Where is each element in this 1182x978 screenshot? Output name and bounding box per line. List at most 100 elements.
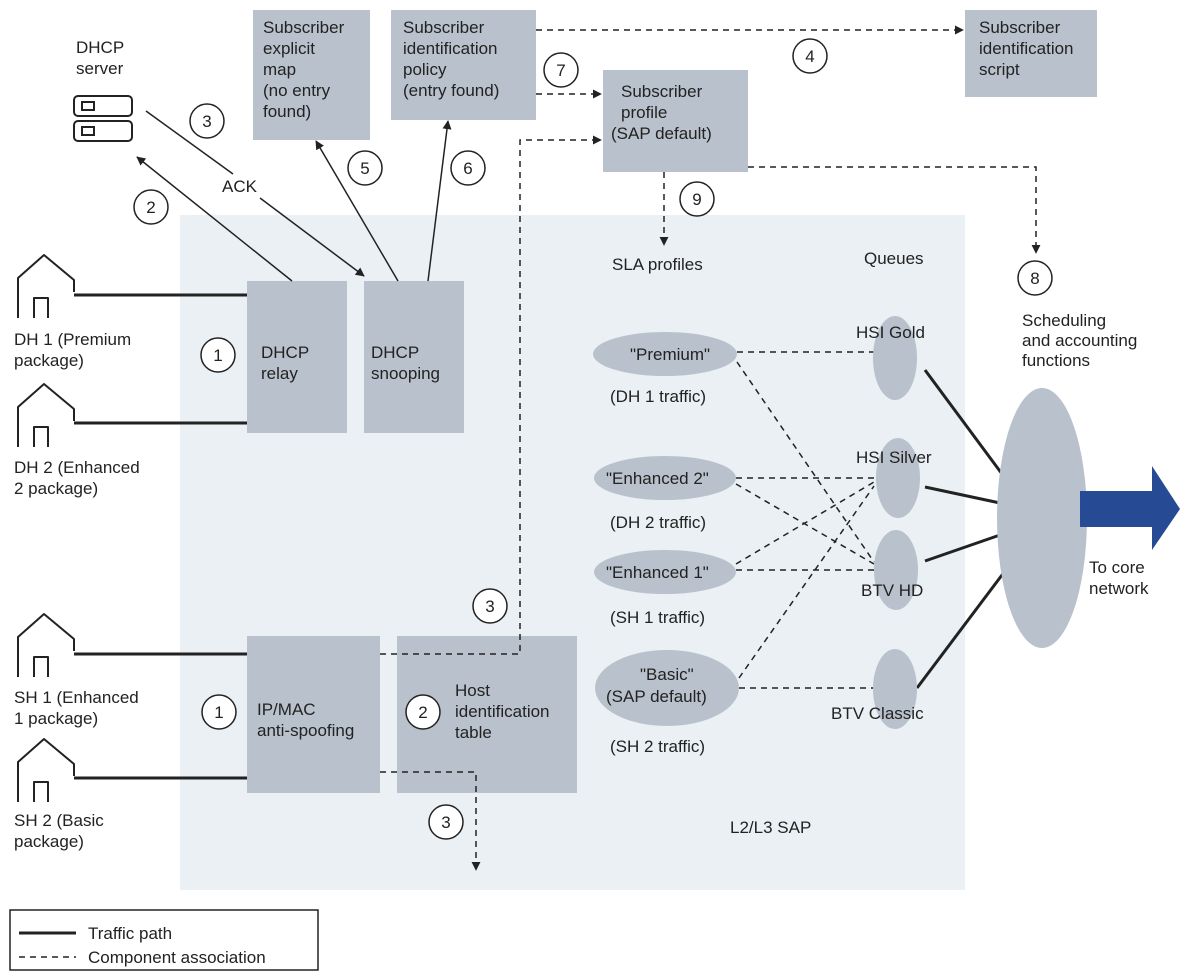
step-circle-sh1-path <box>472 588 508 624</box>
queue-btv-hd: BTV HD <box>861 530 923 610</box>
step-circle-script <box>792 38 828 74</box>
svg-text:BTV HD: BTV HD <box>861 581 923 600</box>
traffic-line-silver <box>924 485 1001 505</box>
house-icon <box>17 383 75 447</box>
step-number: 3 <box>485 597 494 616</box>
step-numbers: 1 1 2 2 3 3 3 4 5 6 7 8 9 <box>146 47 1039 832</box>
svg-text:(SH 2 traffic): (SH 2 traffic) <box>610 737 705 756</box>
step-number: 4 <box>805 47 814 66</box>
scheduling-ellipse <box>997 388 1087 648</box>
step-circle-scheduling <box>1017 260 1053 296</box>
traffic-line-classic <box>915 566 1010 689</box>
step-circle-explicit-map <box>347 150 383 186</box>
ack-label: ACK <box>222 177 258 196</box>
step-number: 3 <box>202 112 211 131</box>
svg-text:"Enhanced 1": "Enhanced 1" <box>606 563 709 582</box>
legend-traffic-label: Traffic path <box>88 924 172 943</box>
step-circle-ident-policy <box>450 150 486 186</box>
legend: Traffic path Component association <box>9 909 319 971</box>
server-icon <box>73 95 133 142</box>
svg-text:"Enhanced 2": "Enhanced 2" <box>606 469 709 488</box>
step-number: 9 <box>692 190 701 209</box>
step-circle-sh2-path <box>428 804 464 840</box>
step-number: 2 <box>418 703 427 722</box>
step-number: 6 <box>463 159 472 178</box>
queue-hsi-silver: HSI Silver <box>856 438 932 518</box>
sla-enhanced-1: "Enhanced 1" (SH 1 traffic) <box>594 550 736 627</box>
step-circle-ack <box>189 103 225 139</box>
step-circle-sla <box>679 181 715 217</box>
svg-text:(DH 1 traffic): (DH 1 traffic) <box>610 387 706 406</box>
arrow-snoop-to-policy <box>427 120 452 282</box>
svg-text:HSI Silver: HSI Silver <box>856 448 932 467</box>
svg-text:HSI Gold: HSI Gold <box>856 323 925 342</box>
house-icon <box>17 613 75 677</box>
step-number: 7 <box>556 61 565 80</box>
step-circle-relay <box>200 337 236 373</box>
queue-hsi-gold: HSI Gold <box>856 316 925 400</box>
sap-label: L2/L3 SAP <box>730 818 811 837</box>
assoc-sh1-to-profile <box>380 135 602 655</box>
step-circle-policy-profile <box>543 52 579 88</box>
arrow-relay-to-server <box>136 156 293 282</box>
traffic-line-btvhd <box>924 533 1001 563</box>
arrow-ack <box>145 110 234 175</box>
component-associations <box>380 25 1041 871</box>
svg-text:"Premium": "Premium" <box>630 345 710 364</box>
sla-basic: "Basic" (SAP default) (SH 2 traffic) <box>595 650 739 756</box>
step-number: 1 <box>213 346 222 365</box>
queue-btv-classic: BTV Classic <box>831 649 924 729</box>
core-network-arrow <box>1080 466 1180 550</box>
svg-text:(DH 2 traffic): (DH 2 traffic) <box>610 513 706 532</box>
step-circle-ipmac <box>201 694 237 730</box>
house-icon <box>17 254 75 318</box>
step-circle-host-table <box>405 694 441 730</box>
traffic-paths <box>74 293 1010 780</box>
svg-text:BTV Classic: BTV Classic <box>831 704 924 723</box>
svg-text:(SAP default): (SAP default) <box>606 687 707 706</box>
arrow-snoop-to-map <box>315 140 399 282</box>
step-number: 5 <box>360 159 369 178</box>
step-number: 8 <box>1030 269 1039 288</box>
step-number: 3 <box>441 813 450 832</box>
step-number: 1 <box>214 703 223 722</box>
control-arrows <box>136 110 452 282</box>
assoc-profile-to-scheduling <box>748 166 1041 254</box>
step-number: 2 <box>146 198 155 217</box>
sla-header: SLA profiles <box>612 255 703 274</box>
svg-text:"Basic": "Basic" <box>640 665 694 684</box>
arrow-ack-2 <box>259 197 365 277</box>
legend-association-label: Component association <box>88 948 266 967</box>
house-icon <box>17 738 75 802</box>
sla-enhanced-2: "Enhanced 2" (DH 2 traffic) <box>594 456 736 532</box>
